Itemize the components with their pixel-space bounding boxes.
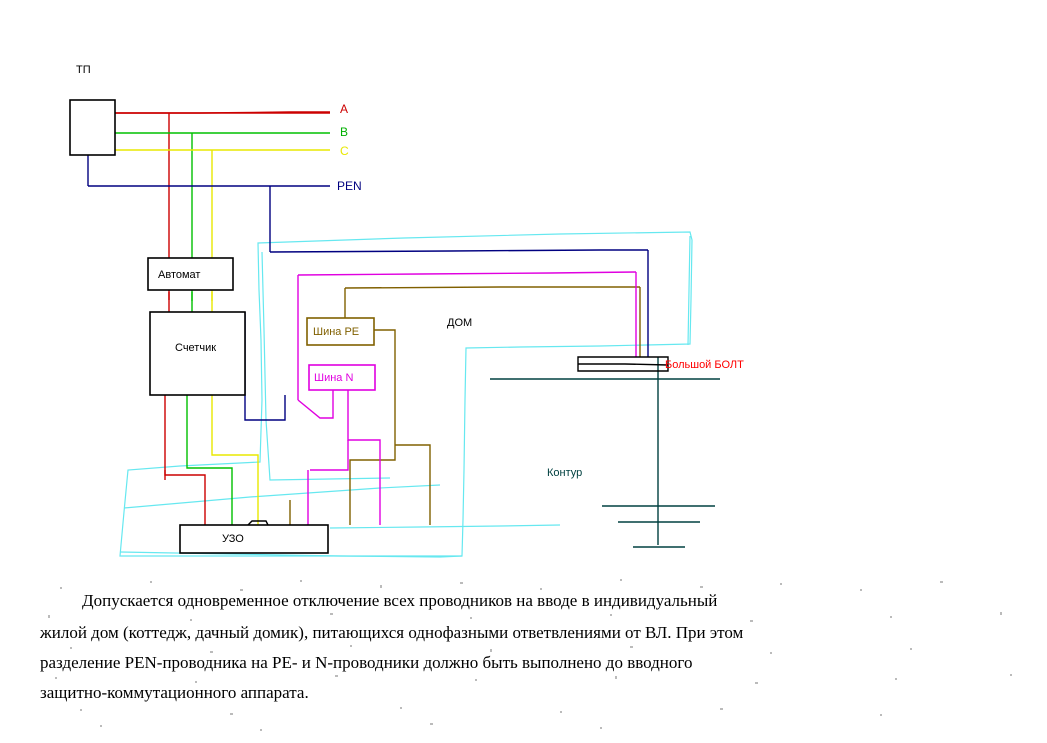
pen-house-horizontal: [269, 249, 648, 253]
uzo-box: [179, 524, 329, 554]
pe-wire-group: [289, 286, 641, 525]
avtomat-box: [147, 257, 234, 291]
house-boundary-right-drop: [687, 235, 691, 346]
uzo-top-notch: [247, 520, 269, 526]
pe-horizontal-to-bolt: [344, 286, 640, 289]
phase-b-wire-group: [113, 132, 330, 525]
uzo-label: УЗО: [222, 533, 244, 545]
contour-label: Контур: [547, 467, 582, 479]
phase-label-c: C: [340, 144, 349, 158]
phase-c-wire-group: [113, 149, 330, 525]
schetchik-label: Счетчик: [175, 342, 216, 354]
house-boundary-diagonal: [123, 484, 441, 509]
bolt-terminal-box: [577, 356, 669, 372]
scan-text-line-3: разделение PEN-проводника на PE- и N-про…: [40, 653, 693, 672]
scanned-text-block: Допускается одновременное отключение все…: [0, 575, 1047, 738]
phase-label-pen: PEN: [337, 179, 362, 193]
house-label: ДОМ: [447, 317, 472, 329]
scan-text-line-4: защитно-коммутационного аппарата.: [40, 683, 309, 702]
phase-label-a: A: [340, 102, 348, 116]
scan-text-line-1: Допускается одновременное отключение все…: [82, 591, 718, 610]
neutral-shina-n-left-leg: [297, 390, 334, 419]
scan-text-line-2: жилой дом (коттедж, дачный домик), питаю…: [40, 623, 744, 642]
pe-shina-bottom-leg: [395, 444, 431, 525]
pe-shina-right-branch: [349, 329, 396, 525]
shina-n-label: Шина N: [314, 372, 353, 384]
schetchik-box: [149, 311, 246, 396]
tp-label: ТП: [76, 64, 91, 76]
phase-c-meter-to-uzo: [211, 395, 259, 525]
bolt-label: Большой БОЛТ: [665, 359, 744, 371]
neutral-top-bus: [297, 271, 637, 276]
neutral-wire-group: [297, 271, 637, 525]
neutral-uzo-vertical: [310, 440, 349, 471]
shina-pe-box: [306, 317, 375, 346]
bolt-terminal-inner: [578, 363, 669, 366]
house-boundary-outline: [119, 231, 693, 557]
shina-n-box: [308, 364, 376, 391]
house-boundary-uzo-line: [329, 524, 561, 529]
phase-a-meter-to-uzo: [164, 395, 206, 525]
bolt-terminal-group: [577, 356, 669, 372]
shina-pe-label: Шина PE: [313, 326, 359, 338]
neutral-shina-n-right-leg: [347, 390, 381, 525]
phase-label-b: B: [340, 125, 348, 139]
pen-wire-group: [87, 155, 649, 421]
ground-contour-group: [490, 357, 720, 548]
phase-b-meter-to-uzo: [186, 395, 233, 525]
avtomat-label: Автомат: [158, 269, 200, 281]
phase-a-bus-to-label: [113, 111, 330, 114]
tp-box: [69, 99, 116, 156]
